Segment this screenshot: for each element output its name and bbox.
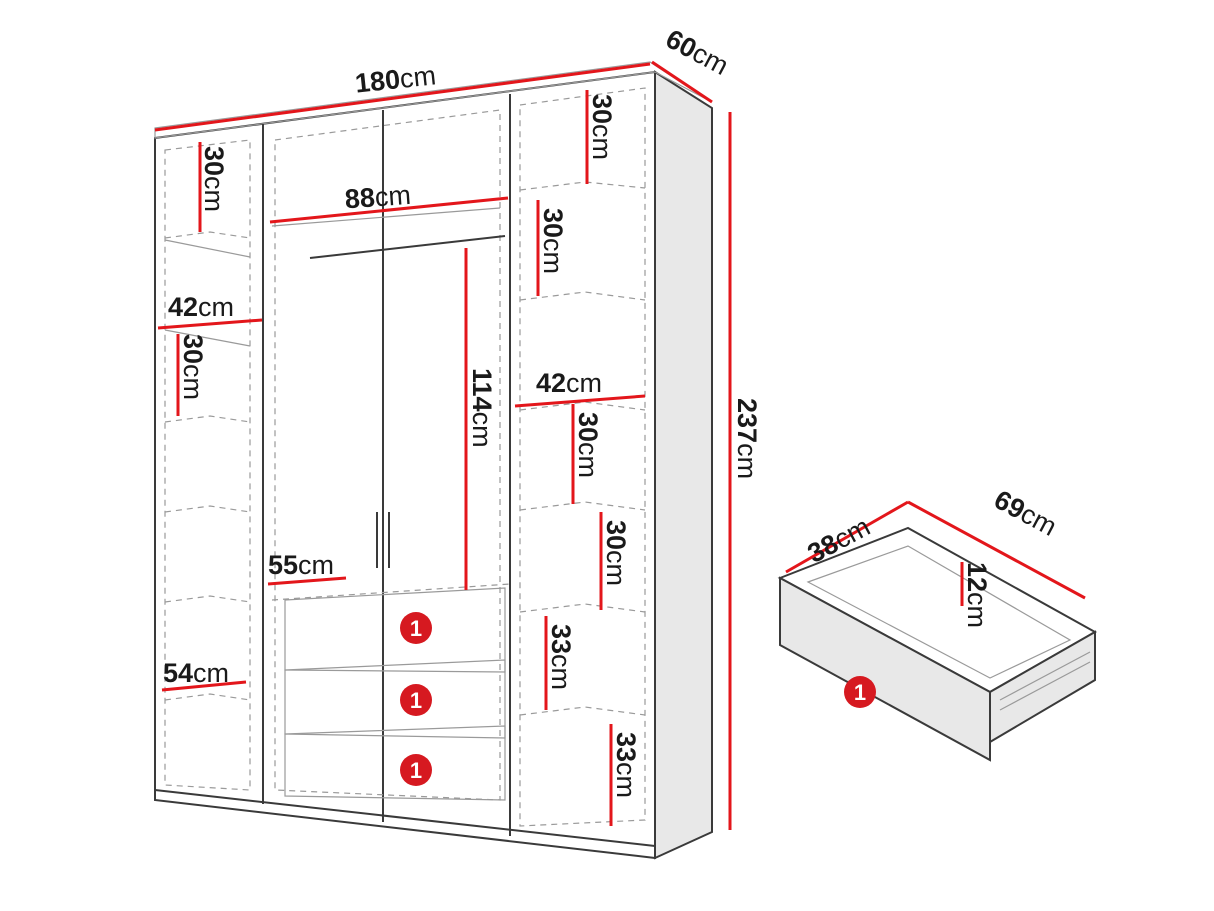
wardrobe-labels: 180cm 60cm 237cm 88cm 114cm 30cm 42cm 30…: [163, 24, 762, 798]
wardrobe-side: [654, 70, 713, 860]
wardrobe-body: [154, 61, 713, 860]
wardrobe-dimensions: [154, 60, 732, 830]
drawer-area-width-label: 55cm: [268, 550, 334, 580]
right-shelf-1-label: 30cm: [587, 94, 617, 160]
right-shelf-2-label: 30cm: [538, 208, 568, 274]
drawer-front: [779, 576, 991, 762]
left-shelf-width-label: 42cm: [168, 292, 234, 322]
right-shelf-4-label: 30cm: [601, 520, 631, 586]
drawer-depth-dim-line: [907, 500, 1086, 600]
drawer-dimensions: [785, 500, 1086, 606]
drawer-badge-3: 1: [400, 754, 432, 786]
inner-drawers: [271, 583, 511, 801]
wardrobe-top: [154, 61, 709, 139]
left-shelf-width-line: [157, 318, 263, 330]
hanging-width-line: [269, 196, 509, 224]
hanging-width-label: 88cm: [344, 180, 412, 215]
drawer-height-label: 12cm: [962, 562, 992, 628]
drawer-width-dim-line: [785, 500, 909, 574]
right-shelf-width-label: 42cm: [536, 368, 602, 398]
right-shelf-3-label: 30cm: [573, 412, 603, 478]
width-line: [154, 62, 651, 132]
drawer-width-label: 38cm: [803, 511, 875, 568]
hanging-rail: [309, 235, 506, 259]
svg-text:1: 1: [410, 758, 422, 783]
drawer-depth-label: 69cm: [989, 484, 1061, 541]
drawer-badge-2: 1: [400, 684, 432, 716]
svg-text:1: 1: [854, 680, 866, 705]
depth-line: [651, 60, 713, 104]
svg-text:1: 1: [410, 616, 422, 641]
left-bottom-width-line: [161, 680, 247, 692]
depth-label: 60cm: [661, 24, 733, 81]
right-shelf-5-label: 33cm: [546, 624, 576, 690]
left-shelf-1-label: 30cm: [199, 146, 229, 212]
drawer-badge-1: 1: [400, 612, 432, 644]
left-bottom-width-label: 54cm: [163, 658, 229, 688]
drawer-width-line: [267, 576, 347, 586]
width-label: 180cm: [354, 60, 438, 98]
height-label: 237cm: [732, 398, 762, 479]
left-shelves: [164, 231, 251, 701]
drawer-badges: 1 1 1: [400, 612, 432, 786]
drawer-detail-badge: 1: [844, 676, 876, 708]
hanging-height-label: 114cm: [467, 368, 497, 448]
svg-text:1: 1: [410, 688, 422, 713]
left-shelf-2-label: 30cm: [178, 334, 208, 400]
right-shelf-width-line: [514, 394, 646, 408]
drawer-detail: [777, 526, 1098, 762]
right-shelf-6-label: 33cm: [611, 732, 641, 798]
